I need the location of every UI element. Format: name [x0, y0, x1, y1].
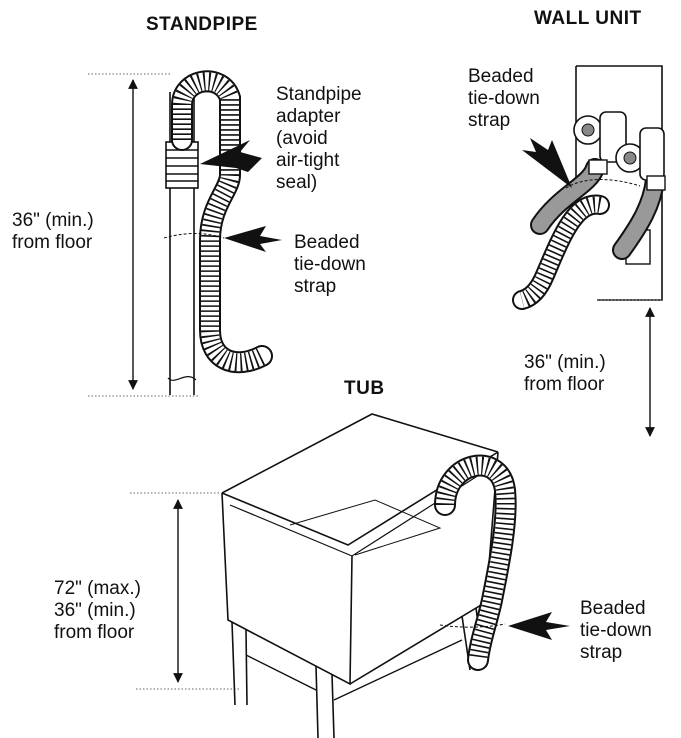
- standpipe-adapter-label: Standpipe adapter (avoid air-tight seal): [276, 84, 362, 193]
- tub-strap-pointer-arrow: [508, 612, 570, 640]
- tub-leg-left: [231, 621, 248, 706]
- tub-beaded-strap: [439, 623, 506, 628]
- wall-unit-height-label: 36" (min.) from floor: [524, 352, 606, 395]
- wall-beaded-strap: [565, 179, 641, 189]
- standpipe-title: STANDPIPE: [146, 14, 258, 35]
- cold-valve-body: [639, 127, 665, 181]
- wall-strap-pointer-arrow: [522, 138, 572, 188]
- wall-strap-label: Beaded tie-down strap: [468, 66, 540, 131]
- tub-rim-back: [221, 413, 499, 494]
- tub-height-label: 72" (max.) 36" (min.) from floor: [54, 578, 141, 643]
- wall-unit-title: WALL UNIT: [534, 8, 642, 29]
- tub-leg-front: [315, 665, 335, 738]
- tub-title: TUB: [344, 378, 385, 399]
- standpipe-height-label: 36" (min.) from floor: [12, 210, 94, 253]
- wall-drain-hose: [519, 196, 602, 308]
- wall-unit-illustration: [512, 65, 666, 437]
- tub-illustration: [130, 413, 570, 738]
- tub-front-wall: [221, 492, 353, 686]
- standpipe-strap-label: Beaded tie-down strap: [294, 232, 366, 297]
- tub-drain-hose: [436, 456, 515, 662]
- standpipe-beaded-strap: [163, 233, 225, 239]
- standpipe-strap-pointer-arrow: [224, 226, 282, 252]
- adapter-pointer-arrow: [200, 140, 262, 172]
- tub-strap-label: Beaded tie-down strap: [580, 598, 652, 663]
- standpipe-illustration: [88, 70, 282, 397]
- standpipe-pipe-break: [167, 375, 197, 381]
- tub-crossbars: [245, 639, 463, 701]
